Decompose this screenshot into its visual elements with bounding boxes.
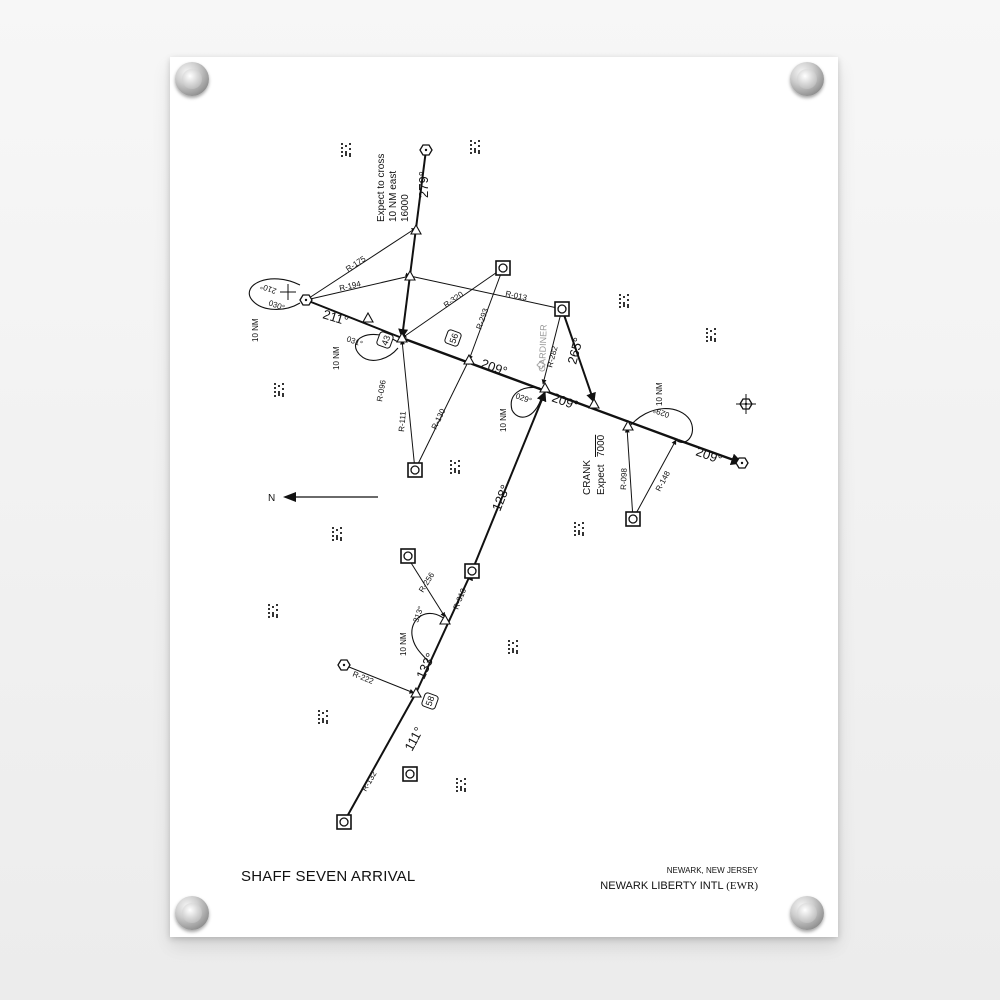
vortac-south-west [400, 548, 416, 564]
mounting-stud-bottom-right [790, 896, 824, 930]
svg-text:210°: 210° [259, 281, 278, 295]
vortac-northeast [554, 301, 570, 317]
gardiner-fix-icon [536, 360, 546, 370]
svg-text:10 NM: 10 NM [655, 382, 664, 406]
crossing-note-line1: Expect to cross [376, 154, 387, 222]
fix-crank-altitude: 7000 [596, 434, 607, 457]
waypoint-f [588, 398, 600, 409]
svg-text:R-132: R-132 [360, 769, 379, 793]
svg-text:029°: 029° [514, 391, 533, 405]
airport-name: NEWARK LIBERTY INTL [600, 880, 724, 892]
waypoint-b [404, 270, 416, 281]
route-209-exit [677, 438, 744, 465]
svg-text:R-222: R-222 [351, 670, 375, 687]
mounting-stud-bottom-left [175, 896, 209, 930]
north-arrow: N [268, 492, 378, 504]
course-209-a: 209° [479, 356, 509, 379]
mounting-stud-top-right [790, 62, 824, 96]
course-209-c: 209° [694, 444, 724, 467]
route-lines [305, 149, 744, 823]
course-111: 111° [401, 724, 426, 753]
shield-58: 58 [421, 692, 439, 710]
course-209-b: 209° [550, 390, 580, 413]
waypoint-a [410, 224, 422, 235]
vortac-east [625, 511, 641, 527]
radial-lines [305, 227, 677, 694]
svg-text:R-194: R-194 [338, 279, 362, 293]
course-265: 265° [564, 336, 585, 366]
route-211-leg [305, 299, 403, 339]
svg-text:56: 56 [448, 332, 461, 345]
holding-pattern-crank [627, 408, 694, 443]
vor-west-compass-icon [280, 284, 296, 300]
svg-text:R-293: R-293 [474, 307, 490, 331]
svg-text:031°: 031° [345, 334, 364, 348]
waypoint-d [463, 354, 475, 365]
svg-text:R-148: R-148 [654, 469, 672, 493]
fix-crank-expect: Expect [596, 464, 607, 495]
course-279: 279° [416, 171, 431, 198]
vortac-south [464, 563, 480, 579]
route-279-leg [398, 149, 427, 339]
crossing-note-line2: 10 NM east [388, 171, 399, 222]
holding-pattern-313 [411, 613, 447, 665]
waypoint-i [362, 312, 374, 323]
shield-43: 43 [376, 331, 394, 349]
route-265-leg [561, 308, 596, 403]
vor-east-icon [736, 394, 756, 414]
fix-crank-block: CRANK Expect 7000 [582, 434, 607, 495]
procedure-city: NEWARK, NEW JERSEY [666, 866, 758, 875]
svg-text:R-098: R-098 [619, 467, 629, 490]
svg-text:43: 43 [380, 334, 393, 347]
svg-text:10 NM: 10 NM [499, 408, 508, 432]
svg-text:10 NM: 10 NM [399, 632, 408, 656]
procedure-title: SHAFF SEVEN ARRIVAL [241, 868, 416, 885]
route-111-leg [343, 692, 417, 823]
crossing-note-line3: 16000 [400, 194, 411, 222]
airport-identifier: (EWR) [726, 880, 758, 892]
svg-text:R-175: R-175 [344, 254, 368, 274]
svg-text:10 NM: 10 NM [251, 318, 260, 342]
ident-dot-clusters [268, 140, 716, 792]
svg-text:R-013: R-013 [505, 289, 529, 302]
svg-text:R-313: R-313 [452, 587, 469, 611]
vortac-central [407, 462, 423, 478]
holding-pattern-031 [354, 333, 399, 361]
shield-56: 56 [444, 329, 462, 347]
svg-text:R-096: R-096 [375, 379, 388, 403]
course-211: 211° [321, 307, 350, 329]
svg-text:R-130: R-130 [430, 407, 448, 431]
vor-southwest [337, 659, 351, 671]
fix-gardiner: GARDINER [537, 324, 549, 372]
route-133-leg [415, 570, 473, 694]
svg-text:R-256: R-256 [417, 570, 436, 594]
crossing-note: Expect to cross 10 NM east 16000 [376, 154, 411, 222]
svg-text:58: 58 [424, 695, 437, 708]
course-128: 128° [489, 483, 513, 514]
holding-patterns [248, 278, 694, 665]
svg-text:R-111: R-111 [397, 410, 408, 432]
svg-text:R-320: R-320 [442, 289, 465, 309]
svg-text:029°: 029° [652, 405, 671, 419]
acrylic-panel [170, 57, 838, 937]
vortac-bottom-left [336, 814, 352, 830]
procedure-airport: NEWARK LIBERTY INTL (EWR) [600, 880, 758, 892]
vortac-bottom [402, 766, 418, 782]
holding-pattern-west [248, 278, 301, 310]
vor-southeast [735, 457, 749, 469]
svg-text:030°: 030° [267, 298, 286, 312]
course-133: 133° [413, 651, 438, 682]
vortac-north [495, 260, 511, 276]
north-label: N [268, 493, 275, 504]
svg-text:10 NM: 10 NM [332, 346, 341, 370]
route-128-leg [471, 391, 547, 572]
fix-crank-name: CRANK [582, 460, 593, 495]
holding-pattern-029-west [510, 386, 543, 418]
mounting-stud-top-left [175, 62, 209, 96]
vor-west [299, 294, 313, 306]
waypoint-e [539, 382, 551, 393]
vor-north [419, 144, 433, 156]
